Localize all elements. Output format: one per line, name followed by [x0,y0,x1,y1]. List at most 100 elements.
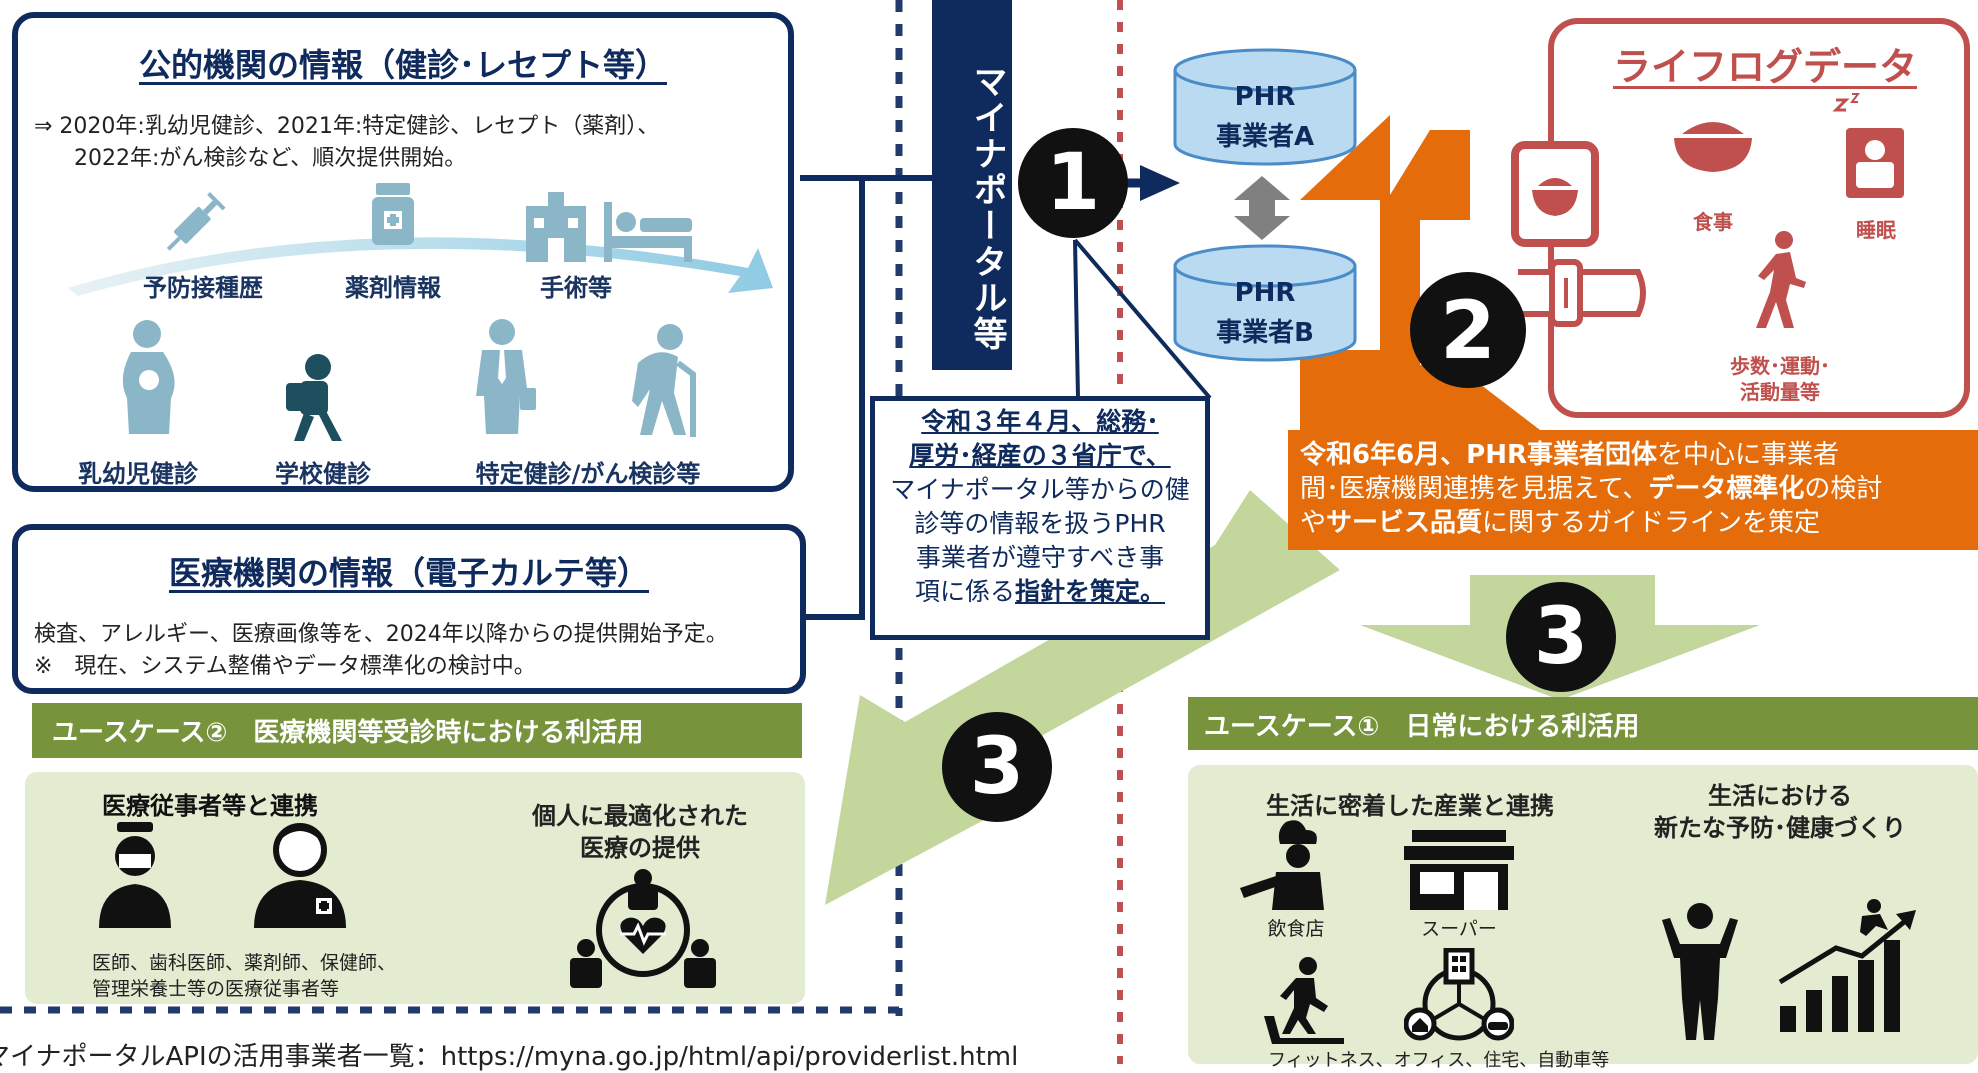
lifelog-sleep: 睡眠 [1856,218,1896,242]
usecase1-panel-bg [1188,765,1978,1064]
usecase2-caption-2: 管理栄養士等の医療従事者等 [92,978,340,1000]
hospital-bed-icon [526,192,692,262]
sleep-icon [1832,93,1904,198]
doctor-icon [254,823,346,928]
syringe-icon [166,192,226,251]
myna-portal-bar [932,0,1012,370]
orange-line1-rest: を中心に事業者 [1657,440,1840,470]
usecase2-right-title-1: 個人に最適化された [532,802,748,830]
team-care-icon [570,869,716,988]
pregnant-woman-icon [122,320,175,434]
public-info-title: 公的機関の情報（健診･レセプト等） [138,46,667,84]
step-2-circle: 2 [1410,272,1526,388]
guide-line-2 [1073,238,1212,400]
arrow-to-phr-head [1140,165,1180,201]
usecase2-header: ユースケース② 医療機関等受診時における利活用 [52,718,644,748]
usecase1-header-bg [1188,697,1978,750]
usecase1-bottom-caption: フィットネス、オフィス、住宅、自動車等 [1268,1050,1610,1071]
usecase1-right-title-1: 生活における [1708,782,1852,810]
strong-person-icon [1662,903,1738,1040]
medical-info-line2: ※ 現在、システム整備やデータ標準化の検討中。 [34,654,536,679]
orange-line2-bold: データ標準化 [1648,474,1805,504]
orange-line2: 間･医療機関連携を見据えて、データ標準化の検討 [1300,472,1976,506]
supermarket-icon [1404,830,1514,910]
orange-line3-pre: や [1300,508,1327,538]
usecase1-left-title: 生活に密着した産業と連携 [1266,792,1554,820]
step-3-left-number: 3 [969,722,1025,812]
smartphone-icon [1511,141,1599,247]
public-info-line1: ⇒ 2020年:乳幼児健診、2021年:特定健診、レセプト（薬剤）、 [34,114,660,139]
step-1-circle: 1 [1018,128,1128,238]
walking-person-icon [1756,231,1806,328]
usecase2-right-title-2: 医療の提供 [580,834,700,862]
guideline-line6: 項に係る指針を策定。 [875,575,1205,609]
treadmill-icon [1264,957,1344,1044]
label-specific: 特定健診/がん検診等 [475,460,701,488]
label-infant: 乳幼児健診 [78,460,198,488]
businessman-icon [476,319,536,434]
myna-portal-label: マイナポータル等 [967,64,1007,352]
usecase2-caption-1: 医師、歯科医師、薬剤師、保健師、 [92,952,397,974]
orange-box-text: 令和6年6月、PHR事業者団体を中心に事業者 間･医療機関連携を見据えて、データ… [1300,438,1976,540]
usecase2-panel-bg [25,772,805,1004]
smartwatch-icon [1518,259,1646,327]
footer-link-text[interactable]: マイナポータルAPIの活用事業者一覧：https://myna.go.jp/ht… [0,1042,1019,1072]
guideline-line6-bold: 指針を策定。 [1015,577,1166,606]
label-school: 学校健診 [275,460,371,488]
phr-b-line1: PHR [1234,278,1296,308]
orange-line1: 令和6年6月、PHR事業者団体を中心に事業者 [1300,438,1976,472]
orange-line3-bold: サービス品質 [1326,508,1483,538]
step-3-right-circle: 3 [1506,582,1616,692]
orange-line1-bold: 令和6年6月、PHR事業者団体 [1300,440,1658,470]
phr-b-line2: 事業者B [1216,318,1314,348]
lifelog-title: ライフログデータ [1612,45,1917,89]
medical-info-title: 医療機関の情報（電子カルテ等） [168,554,649,592]
guide-line-1 [1073,239,1080,399]
medical-info-box: 医療機関の情報（電子カルテ等） 検査、アレルギー、医療画像等を、2024年以降か… [12,524,806,694]
orange-line3-post: に関するガイドラインを策定 [1482,508,1821,538]
schoolchild-icon [286,354,342,441]
lifelog-steps-line1: 歩数･運動･ [1730,354,1830,378]
step-3-left-circle: 3 [942,712,1052,822]
phr-a-line1: PHR [1234,82,1296,112]
rice-bowl-icon [1674,122,1752,172]
elderly-person-icon [632,324,696,437]
connector-medical [800,178,865,620]
orange-box [1288,430,1978,550]
phr-a-line2: 事業者A [1215,122,1315,152]
lifelog-meal: 食事 [1693,210,1733,234]
guideline-line6-pre: 項に係る [914,577,1015,606]
dentist-icon [99,822,171,928]
label-vaccination: 予防接種歴 [143,274,263,302]
guideline-line1: 令和３年４月、総務･ [921,407,1159,436]
public-info-box: 公的機関の情報（健診･レセプト等） ⇒ 2020年:乳幼児健診、2021年:特定… [12,12,794,492]
public-info-line2: 2022年:がん検診など、順次提供開始。 [74,146,467,171]
orange-arrow [1300,115,1540,430]
usecase1-header: ユースケース① 日常における利活用 [1204,712,1640,742]
label-medication: 薬剤情報 [345,274,441,302]
usecase1-right-title-2: 新たな予防･健康づくり [1654,814,1906,842]
phr-b-cylinder [1173,244,1357,362]
label-surgery: 手術等 [540,274,612,302]
flow-swoosh-icon [68,237,773,296]
guideline-line3: マイナポータル等からの健 [890,475,1190,504]
medical-info-line1: 検査、アレルギー、医療画像等を、2024年以降からの提供開始予定。 [34,622,728,647]
phr-a-cylinder [1173,48,1357,166]
guideline-line5: 事業者が遵守すべき事 [915,543,1165,572]
orange-line3: やサービス品質に関するガイドラインを策定 [1300,506,1976,540]
orange-line2-pre: 間･医療機関連携を見据えて、 [1300,474,1649,504]
guideline-box: 令和３年４月、総務･ 厚労･経産の３省庁で、 マイナポータル等からの健 診等の情… [870,396,1210,640]
growth-chart-icon [1778,899,1916,1032]
smart-home-network-icon [1404,948,1514,1041]
guideline-line2: 厚労･経産の３省庁で、 [909,441,1171,470]
usecase2-header-bg [32,703,802,758]
orange-line2-post: の検討 [1804,474,1883,504]
usecase1-restaurant: 飲食店 [1267,918,1325,940]
lifelog-steps-line2: 活動量等 [1740,380,1820,404]
step-3-right-number: 3 [1533,592,1589,682]
step-1-number: 1 [1045,138,1101,228]
lifelog-box [1548,18,1970,418]
usecase1-supermarket: スーパー [1421,918,1497,940]
guideline-line4: 診等の情報を扱うPHR [914,509,1166,538]
chef-icon [1240,820,1324,910]
